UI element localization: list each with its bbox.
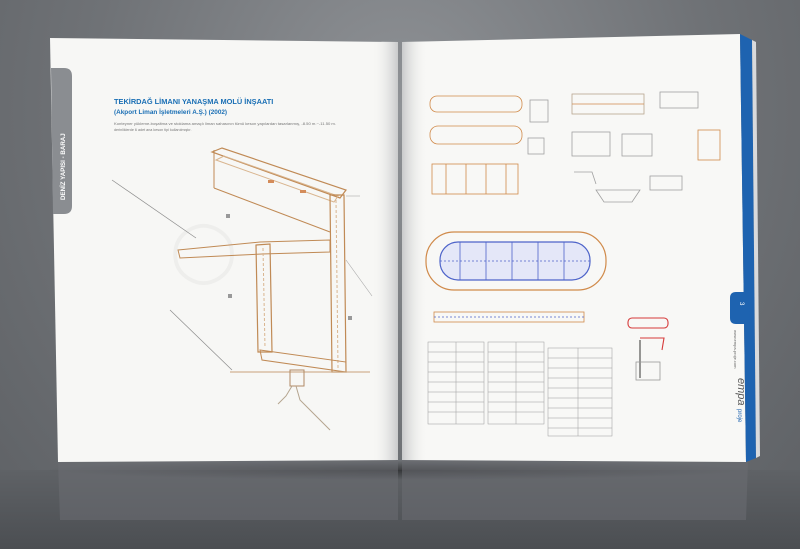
quantity-tables bbox=[427, 341, 613, 437]
caisson-plan-2 bbox=[429, 125, 523, 145]
project-subtitle: (Akport Liman İşletmeleri A.Ş.) (2002) bbox=[114, 107, 227, 116]
caisson-plan-drawings bbox=[425, 91, 721, 437]
website-url: www.empa-proje.com bbox=[733, 330, 738, 369]
main-caisson-plan bbox=[425, 231, 607, 291]
project-title: TEKİRDAĞ LİMANI YANAŞMA MOLÜ İNŞAATI bbox=[114, 97, 273, 106]
right-page-reflection bbox=[402, 460, 748, 520]
project-description-line2: derinliklerde 6 adet ana keson tipi kull… bbox=[114, 128, 191, 132]
project-description-line1: Konteyner yükleme-boşaltma ve stoklama a… bbox=[114, 122, 336, 126]
harbor-site-plan bbox=[111, 147, 373, 431]
section-side-tab bbox=[51, 68, 72, 214]
logo-text: empa bbox=[735, 378, 747, 406]
right-edge-strip bbox=[740, 34, 756, 462]
page-number: 3 bbox=[738, 302, 744, 306]
logo-suffix: proje bbox=[736, 409, 742, 423]
fender-detail bbox=[627, 317, 669, 329]
side-tab-label: DENİZ YAPISI - BARAJ bbox=[60, 133, 67, 200]
left-page bbox=[50, 38, 398, 462]
page-stack-edge bbox=[752, 40, 760, 458]
caisson-plan-1 bbox=[429, 95, 523, 113]
empa-logo: empa proje bbox=[735, 378, 747, 423]
caisson-plan-3 bbox=[431, 163, 519, 195]
left-gutter-shade bbox=[372, 42, 398, 460]
left-page-reflection bbox=[58, 460, 398, 520]
page-number-tab bbox=[730, 292, 750, 324]
watermark-left: ◯ bbox=[170, 216, 237, 285]
right-gutter-shade bbox=[402, 42, 428, 460]
